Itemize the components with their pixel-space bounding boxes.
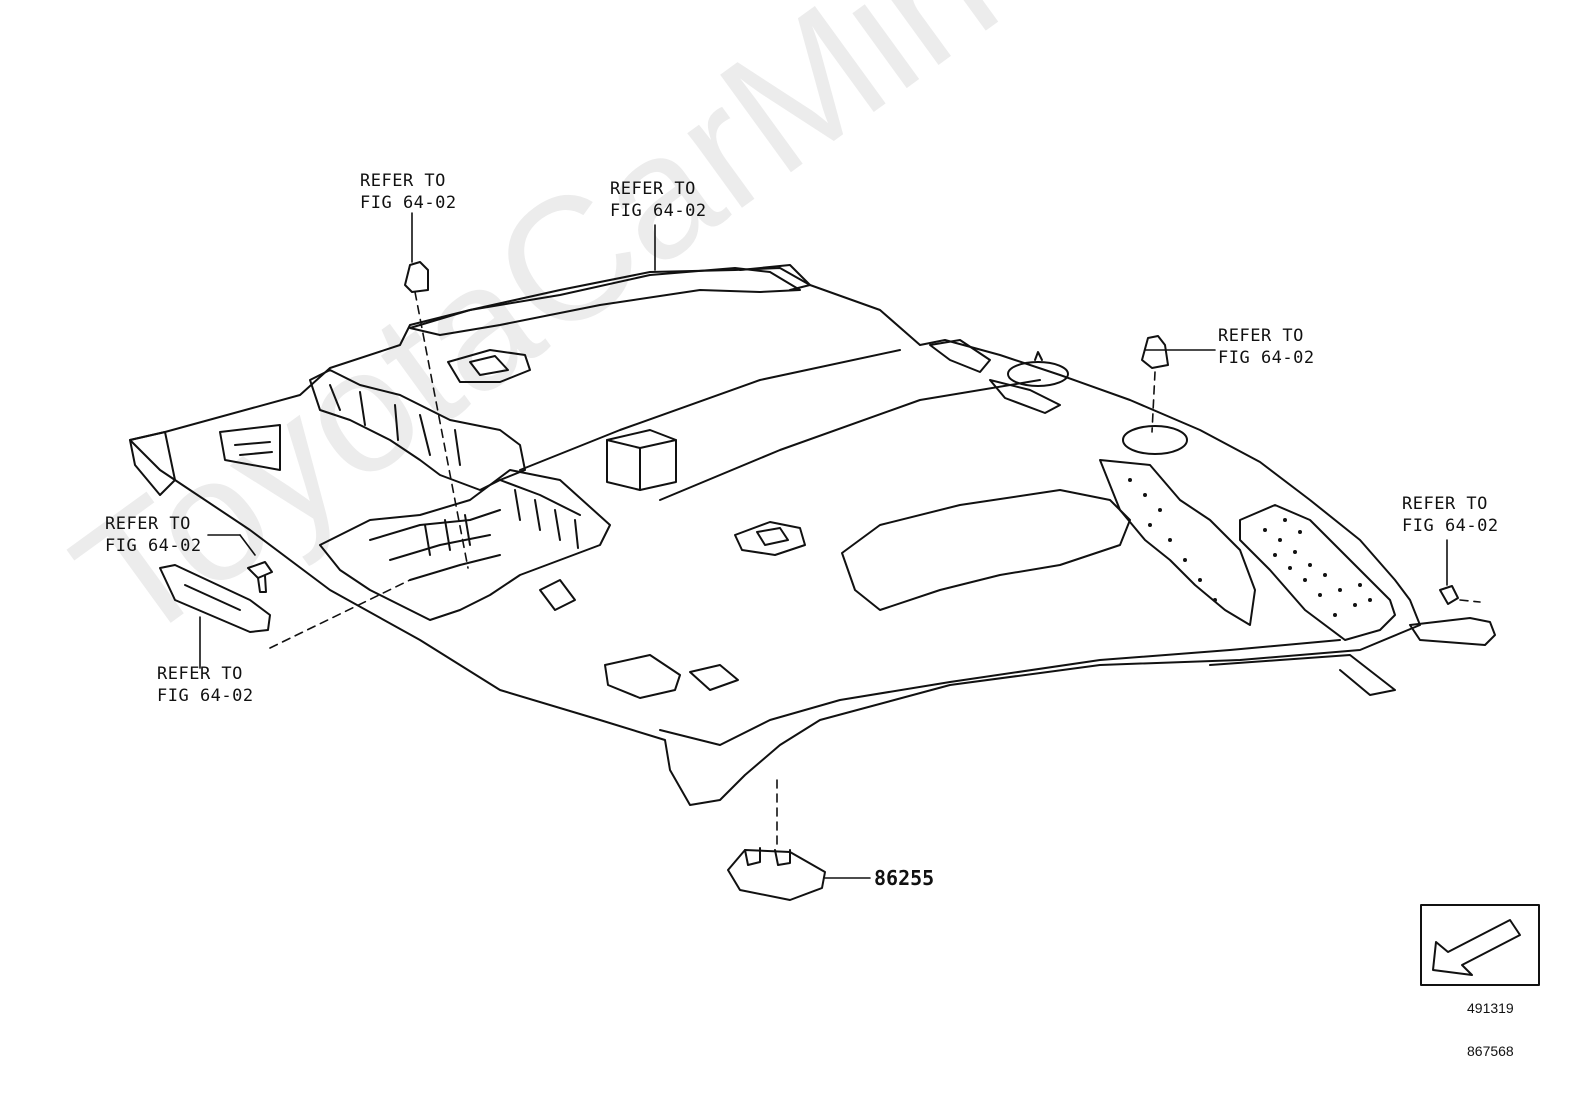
callout-line-1: REFER TO: [1218, 326, 1304, 346]
clip-right-upper: [1141, 335, 1169, 369]
callout-line-2: FIG 64-02: [360, 193, 457, 213]
callout-refer-left-lower[interactable]: REFER TO FIG 64-02: [157, 663, 254, 707]
clip-top-left: [404, 261, 429, 293]
callout-line-1: REFER TO: [1402, 494, 1488, 514]
rosette-upper: [1007, 361, 1069, 387]
rosette-lower: [1122, 425, 1188, 455]
callout-line-2: FIG 64-02: [105, 536, 202, 556]
illustration-id: 867568: [1467, 1043, 1514, 1059]
top-rail: [409, 267, 801, 336]
callout-refer-top-center[interactable]: REFER TO FIG 64-02: [610, 178, 707, 222]
callout-line-2: FIG 64-02: [157, 686, 254, 706]
callout-line-1: REFER TO: [360, 171, 446, 191]
center-box: [606, 429, 677, 491]
front-direction-arrow-icon: [1432, 919, 1521, 976]
callout-line-2: FIG 64-02: [1402, 516, 1499, 536]
callout-line-1: REFER TO: [157, 664, 243, 684]
part-86255: [727, 849, 826, 901]
headliner-outline: [129, 267, 1421, 806]
orientation-box-id: 491319: [1467, 1000, 1514, 1016]
roof-pad: [841, 489, 1131, 611]
clip-right-lower: [1439, 585, 1459, 605]
callout-line-1: REFER TO: [105, 514, 191, 534]
left-bracket: [159, 564, 271, 633]
callout-refer-right-upper[interactable]: REFER TO FIG 64-02: [1218, 325, 1315, 369]
callout-line-2: FIG 64-02: [610, 201, 707, 221]
rear-panel: [1239, 504, 1396, 641]
orientation-box: [1420, 904, 1540, 986]
callout-line-1: REFER TO: [610, 179, 696, 199]
callout-refer-top-left[interactable]: REFER TO FIG 64-02: [360, 170, 457, 214]
clip-left-screw: [247, 561, 273, 593]
part-number-label[interactable]: 86255: [874, 866, 935, 890]
console-frame: [319, 469, 611, 621]
callout-refer-right-lower[interactable]: REFER TO FIG 64-02: [1402, 493, 1499, 537]
callout-refer-left-upper[interactable]: REFER TO FIG 64-02: [105, 513, 202, 557]
callout-line-2: FIG 64-02: [1218, 348, 1315, 368]
